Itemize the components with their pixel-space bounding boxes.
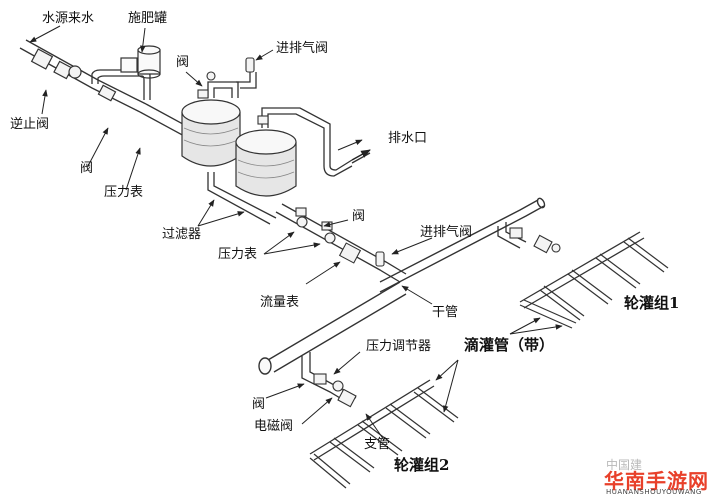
label-fertilizer-tank: 施肥罐 — [128, 11, 168, 26]
drain-arrow — [351, 149, 371, 161]
group2-fittings — [313, 373, 357, 408]
label-pressure-gauge-2: 压力表 — [218, 247, 258, 262]
label-water-source: 水源来水 — [42, 11, 95, 26]
watermark-faint-text: 中国建 — [606, 458, 643, 472]
label-pressure-gauge-1: 压力表 — [104, 185, 144, 200]
label-check-valve: 逆止阀 — [10, 117, 50, 132]
label-valve-top: 阀 — [176, 55, 190, 70]
label-rotation-group-1: 轮灌组1 — [624, 294, 680, 312]
label-drip-tube: 滴灌管（带） — [464, 336, 555, 354]
fertilizer-tank — [120, 45, 161, 79]
group1-drip-lines — [519, 237, 669, 329]
label-valve-mid: 阀 — [352, 209, 366, 224]
leader-lines — [29, 25, 563, 441]
main-line-upper — [275, 203, 407, 283]
watermark-subtext: HUANANSHOUYOUWANG — [606, 488, 702, 496]
group1-riser — [497, 222, 527, 249]
label-valve-left: 阀 — [80, 161, 94, 176]
group1-fittings — [509, 227, 561, 254]
label-rotation-group-2: 轮灌组2 — [394, 456, 450, 474]
main-trunk — [379, 197, 546, 293]
label-flow-meter: 流量表 — [260, 295, 300, 310]
filter-tank-2 — [235, 129, 297, 197]
label-filter: 过滤器 — [162, 227, 202, 242]
group2-drip-lines — [309, 387, 459, 489]
main-trunk-lower — [258, 281, 407, 375]
watermark-logo-text: 华南手游网 — [604, 469, 709, 493]
label-pressure-regulator: 压力调节器 — [366, 339, 432, 354]
inlet-fittings — [30, 48, 117, 102]
label-valve-low: 阀 — [252, 397, 266, 412]
label-solenoid-valve: 电磁阀 — [254, 419, 294, 434]
label-main-pipe: 干管 — [432, 305, 459, 320]
label-drain: 排水口 — [388, 131, 428, 146]
label-air-valve-mid: 进排气阀 — [420, 225, 473, 240]
air-release-valve-top — [245, 57, 255, 73]
filter-tank-1 — [181, 99, 241, 167]
label-branch-pipe: 支管 — [364, 437, 391, 452]
label-air-valve-top: 进排气阀 — [276, 41, 329, 56]
top-valves — [197, 71, 269, 125]
